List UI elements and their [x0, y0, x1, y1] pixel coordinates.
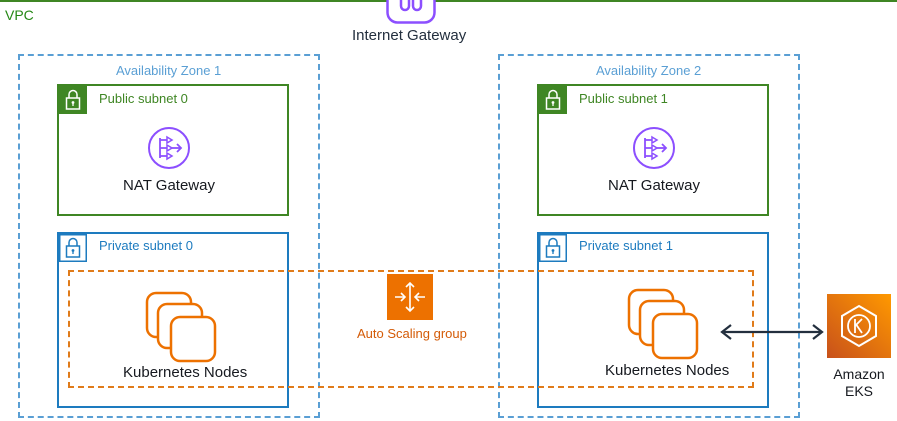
public-subnet-0-label: Public subnet 0: [99, 91, 188, 106]
amazon-eks-label-line1: Amazon: [833, 366, 885, 382]
internet-gateway-icon: [386, 0, 436, 24]
vpc-boundary: [0, 0, 897, 2]
lock-icon: [59, 234, 87, 262]
auto-scaling-icon: [387, 274, 433, 320]
nat-gateway-0-label: NAT Gateway: [123, 177, 215, 194]
lock-icon: [539, 234, 567, 262]
nat-gateway-icon: [633, 127, 675, 169]
availability-zone-1: [18, 54, 320, 418]
kubernetes-nodes-0-label: Kubernetes Nodes: [123, 364, 248, 381]
nat-gateway-icon: [148, 127, 190, 169]
public-subnet-1-label: Public subnet 1: [579, 91, 668, 106]
auto-scaling-group-boundary: [68, 270, 754, 388]
auto-scaling-group-label: Auto Scaling group: [357, 326, 467, 341]
lock-icon: [59, 86, 87, 114]
availability-zone-2: [498, 54, 800, 418]
kubernetes-nodes-1-label: Kubernetes Nodes: [605, 362, 730, 379]
amazon-eks-label: Amazon EKS: [824, 366, 894, 400]
bidirectional-arrow-icon: [720, 324, 824, 340]
lock-icon: [539, 86, 567, 114]
availability-zone-1-label: Availability Zone 1: [116, 63, 222, 78]
public-subnet-0: [57, 84, 289, 216]
ec2-instances-icon: [145, 291, 217, 363]
private-subnet-0-label: Private subnet 0: [99, 238, 193, 253]
amazon-eks-label-line2: EKS: [844, 383, 873, 399]
internet-gateway-label: Internet Gateway: [352, 27, 467, 44]
nat-gateway-1-label: NAT Gateway: [608, 177, 700, 194]
eks-icon: [827, 294, 891, 358]
private-subnet-1-label: Private subnet 1: [579, 238, 673, 253]
vpc-label: VPC: [5, 7, 34, 23]
availability-zone-2-label: Availability Zone 2: [596, 63, 702, 78]
ec2-instances-icon: [627, 288, 699, 360]
